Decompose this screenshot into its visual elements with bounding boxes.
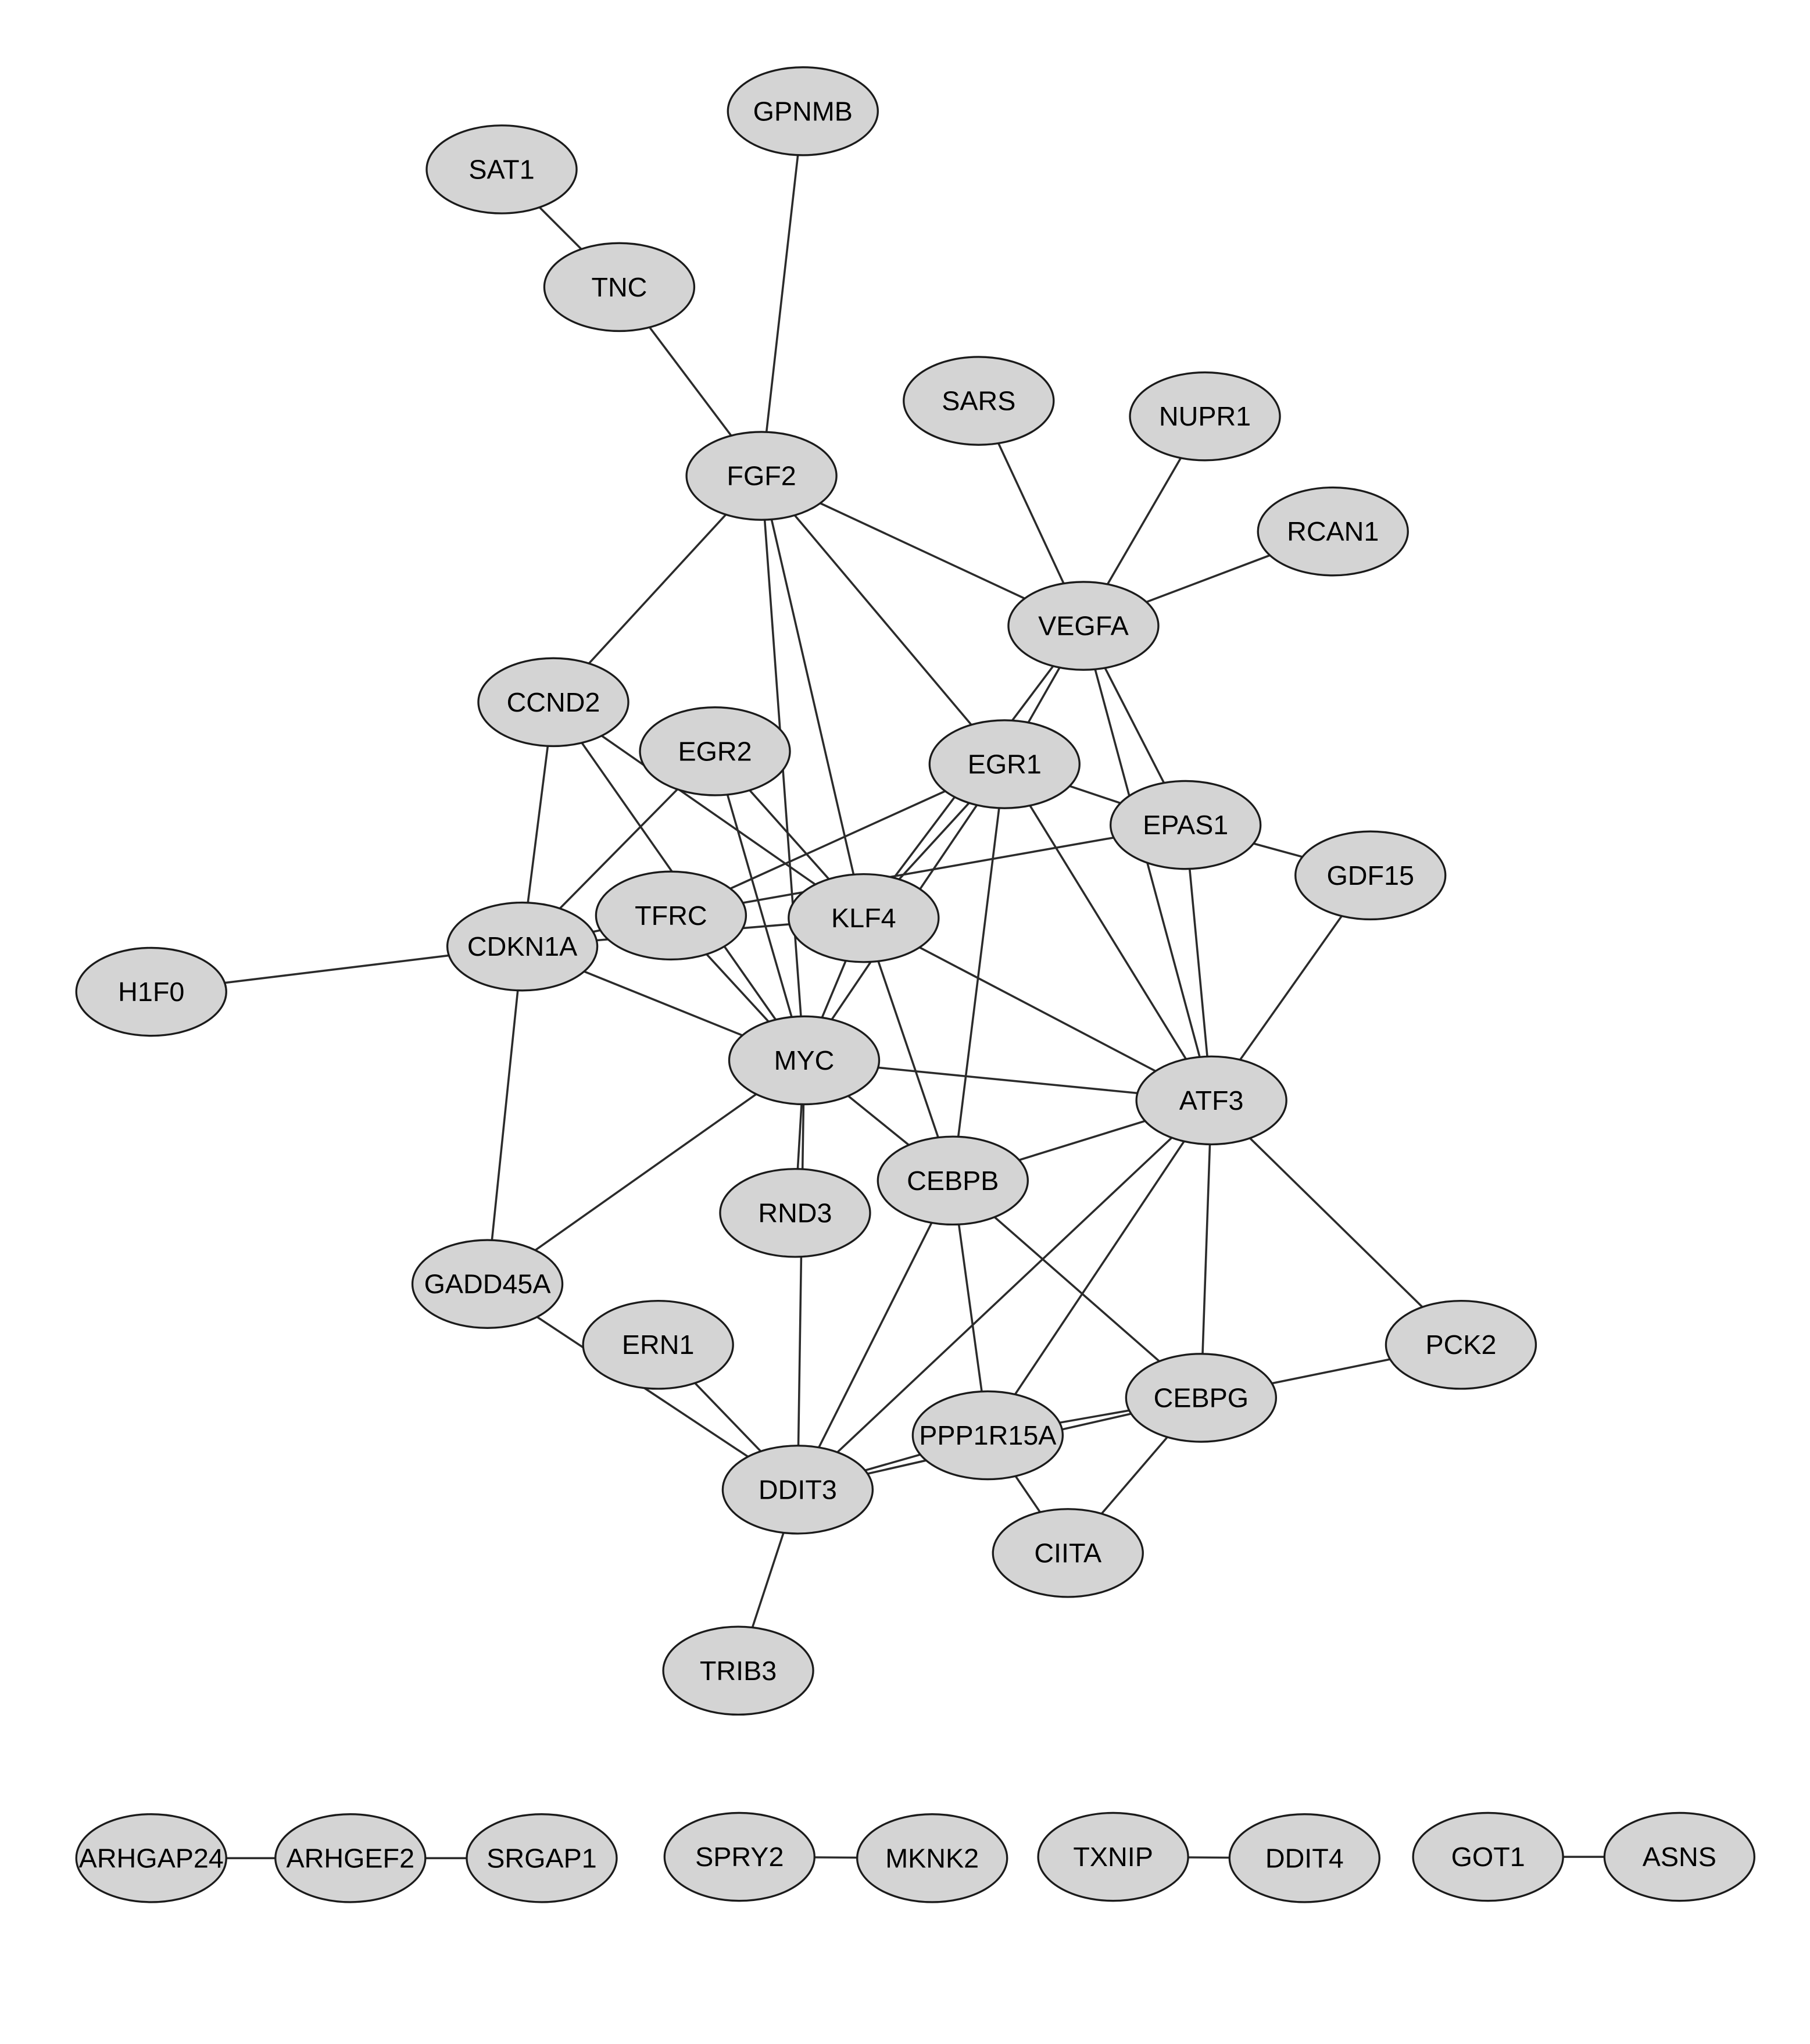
node-RND3[interactable]: RND3 — [719, 1168, 871, 1258]
node-ATF3[interactable]: ATF3 — [1135, 1055, 1287, 1146]
node-ARHGAP24[interactable]: ARHGAP24 — [75, 1813, 227, 1903]
node-ellipse-DDIT3[interactable] — [721, 1445, 874, 1535]
node-ellipse-CEBPB[interactable] — [877, 1135, 1029, 1226]
node-FGF2[interactable]: FGF2 — [685, 431, 838, 521]
node-ellipse-MKNK2[interactable] — [856, 1813, 1008, 1903]
node-EGR1[interactable]: EGR1 — [928, 719, 1081, 809]
edge-ATF3-CEBPG — [1200, 1100, 1212, 1398]
edge-ATF3-DDIT3 — [797, 1099, 1212, 1491]
node-GPNMB[interactable]: GPNMB — [727, 66, 879, 156]
edge-KLF4-ATF3 — [863, 917, 1212, 1102]
edge-FGF2-KLF4 — [760, 476, 865, 919]
node-ellipse-FGF2[interactable] — [685, 431, 838, 521]
node-ellipse-ARHGAP24[interactable] — [75, 1813, 227, 1903]
node-ellipse-RCAN1[interactable] — [1257, 486, 1409, 577]
node-ellipse-EGR1[interactable] — [928, 719, 1081, 809]
node-GOT1[interactable]: GOT1 — [1412, 1811, 1564, 1902]
node-SRGAP1[interactable]: SRGAP1 — [466, 1813, 618, 1903]
node-DDIT3[interactable]: DDIT3 — [721, 1445, 874, 1535]
edge-FGF2-EGR1 — [760, 475, 1006, 765]
node-NUPR1[interactable]: NUPR1 — [1129, 371, 1281, 462]
node-EGR2[interactable]: EGR2 — [639, 706, 791, 796]
node-ellipse-NUPR1[interactable] — [1129, 371, 1281, 462]
node-EPAS1[interactable]: EPAS1 — [1109, 780, 1262, 870]
node-ellipse-ASNS[interactable] — [1603, 1811, 1756, 1902]
node-PCK2[interactable]: PCK2 — [1385, 1299, 1537, 1390]
edge-EGR2-MYC — [714, 751, 806, 1061]
node-VEGFA[interactable]: VEGFA — [1007, 581, 1160, 671]
edge-EPAS1-TFRC — [671, 824, 1186, 917]
node-ellipse-EGR2[interactable] — [639, 706, 791, 796]
edge-ATF3-PCK2 — [1210, 1099, 1462, 1346]
node-H1F0[interactable]: H1F0 — [75, 946, 227, 1037]
node-ellipse-TNC[interactable] — [543, 242, 696, 333]
node-ellipse-KLF4[interactable] — [788, 873, 940, 963]
node-TFRC[interactable]: TFRC — [595, 870, 747, 961]
node-SPRY2[interactable]: SPRY2 — [663, 1811, 815, 1902]
node-TXNIP[interactable]: TXNIP — [1037, 1811, 1189, 1902]
node-ERN1[interactable]: ERN1 — [582, 1299, 734, 1390]
edge-CEBPB-DDIT3 — [796, 1180, 954, 1491]
edge-MYC-DDIT3 — [796, 1060, 806, 1490]
node-MKNK2[interactable]: MKNK2 — [856, 1813, 1008, 1903]
node-ellipse-SPRY2[interactable] — [663, 1811, 815, 1902]
node-TNC[interactable]: TNC — [543, 242, 696, 333]
node-CDKN1A[interactable]: CDKN1A — [446, 901, 599, 992]
node-CCND2[interactable]: CCND2 — [477, 657, 629, 748]
node-ellipse-GPNMB[interactable] — [727, 66, 879, 156]
edge-EGR1-CEBPB — [951, 764, 1006, 1181]
node-ellipse-ARHGEF2[interactable] — [274, 1813, 427, 1903]
node-ellipse-ATF3[interactable] — [1135, 1055, 1287, 1146]
node-ellipse-TRIB3[interactable] — [662, 1625, 814, 1716]
node-ellipse-PPP1R15A[interactable] — [911, 1390, 1064, 1481]
node-ellipse-PCK2[interactable] — [1385, 1299, 1537, 1390]
edge-ATF3-PPP1R15A — [986, 1099, 1212, 1436]
edge-EPAS1-ATF3 — [1184, 824, 1212, 1101]
node-CEBPG[interactable]: CEBPG — [1125, 1353, 1278, 1443]
node-ellipse-TFRC[interactable] — [595, 870, 747, 961]
node-ARHGEF2[interactable]: ARHGEF2 — [274, 1813, 427, 1903]
node-ellipse-EPAS1[interactable] — [1109, 780, 1262, 870]
node-ellipse-MYC[interactable] — [728, 1015, 881, 1106]
node-ellipse-DDIT4[interactable] — [1228, 1813, 1380, 1903]
node-SAT1[interactable]: SAT1 — [425, 124, 578, 215]
node-MYC[interactable]: MYC — [728, 1015, 881, 1106]
node-ellipse-SRGAP1[interactable] — [466, 1813, 618, 1903]
edge-GPNMB-FGF2 — [760, 111, 804, 476]
node-ellipse-CCND2[interactable] — [477, 657, 629, 748]
node-PPP1R15A[interactable]: PPP1R15A — [911, 1390, 1064, 1481]
node-TRIB3[interactable]: TRIB3 — [662, 1625, 814, 1716]
node-ellipse-TXNIP[interactable] — [1037, 1811, 1189, 1902]
edge-EGR1-ATF3 — [1003, 763, 1212, 1101]
node-ellipse-CDKN1A[interactable] — [446, 901, 599, 992]
node-ellipse-GADD45A[interactable] — [411, 1239, 564, 1330]
node-ellipse-RND3[interactable] — [719, 1168, 871, 1258]
node-CIITA[interactable]: CIITA — [992, 1508, 1144, 1598]
node-SARS[interactable]: SARS — [903, 356, 1055, 446]
node-RCAN1[interactable]: RCAN1 — [1257, 486, 1409, 577]
node-KLF4[interactable]: KLF4 — [788, 873, 940, 963]
node-GDF15[interactable]: GDF15 — [1294, 830, 1447, 921]
node-DDIT4[interactable]: DDIT4 — [1228, 1813, 1380, 1903]
node-ellipse-SARS[interactable] — [903, 356, 1055, 446]
edge-CDKN1A-GADD45A — [486, 946, 524, 1284]
node-ellipse-VEGFA[interactable] — [1007, 581, 1160, 671]
node-ellipse-ERN1[interactable] — [582, 1299, 734, 1390]
node-GADD45A[interactable]: GADD45A — [411, 1239, 564, 1330]
edge-MYC-GADD45A — [487, 1059, 805, 1285]
node-CEBPB[interactable]: CEBPB — [877, 1135, 1029, 1226]
node-ellipse-CEBPG[interactable] — [1125, 1353, 1278, 1443]
node-ellipse-GOT1[interactable] — [1412, 1811, 1564, 1902]
edge-CCND2-KLF4 — [552, 701, 864, 919]
node-ASNS[interactable]: ASNS — [1603, 1811, 1756, 1902]
node-ellipse-H1F0[interactable] — [75, 946, 227, 1037]
node-ellipse-CIITA[interactable] — [992, 1508, 1144, 1598]
node-ellipse-SAT1[interactable] — [425, 124, 578, 215]
edge-layer — [151, 111, 1680, 1860]
node-ellipse-GDF15[interactable] — [1294, 830, 1447, 921]
